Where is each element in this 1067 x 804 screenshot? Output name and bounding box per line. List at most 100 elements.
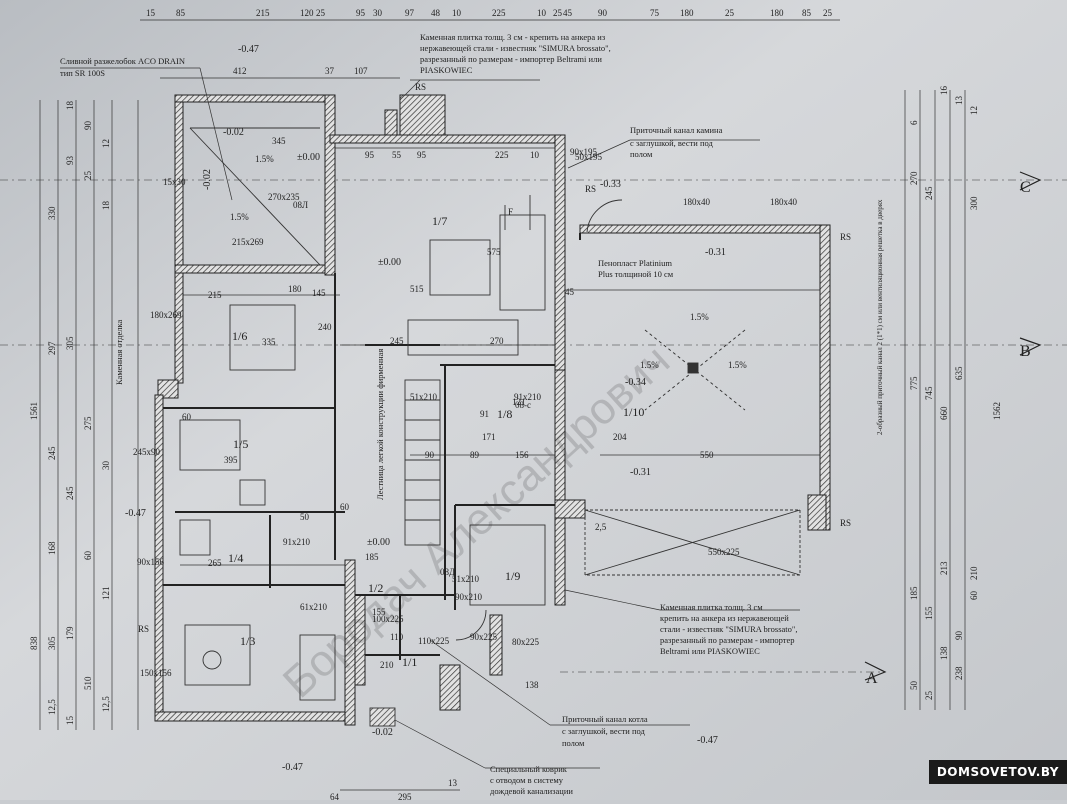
dimension-label: 120 <box>300 8 314 18</box>
dimension-label: 48 <box>431 8 441 18</box>
dimension-label: 395 <box>224 455 238 465</box>
dimension-label: 75 <box>650 8 660 18</box>
dimension-label: 91x210 <box>514 392 542 402</box>
note-boiler-channel: полом <box>562 738 585 748</box>
dimension-label: 1561 <box>29 402 39 420</box>
dimension-label: 155 <box>924 606 934 620</box>
dimension-label: 60 <box>182 412 192 422</box>
dimension-label: 265 <box>208 558 222 568</box>
dimension-label: 297 <box>47 341 57 355</box>
room-label-1-10: 1/10 <box>623 405 644 419</box>
dimension-label: 95 <box>417 150 427 160</box>
dimension-label: 6 <box>909 120 919 125</box>
note-stone-top: нержавеющей стали - известняк "SIMURA br… <box>420 43 611 53</box>
axis-label-a: A <box>866 670 878 687</box>
dimension-label: 180 <box>288 284 302 294</box>
dimension-label: 10 <box>530 150 540 160</box>
dimension-label: 15 <box>65 716 75 726</box>
dimension-label: 635 <box>954 366 964 380</box>
level-1-10: -0.34 <box>625 377 646 388</box>
dimension-label: 180 <box>680 8 694 18</box>
dimension-label: 18 <box>101 201 111 211</box>
dimension-label: 91 <box>480 409 489 419</box>
dimension-label: 25 <box>823 8 833 18</box>
dimension-label: 775 <box>909 376 919 390</box>
note-drain: тип SR 100S <box>60 68 105 78</box>
dimension-label: 110x225 <box>418 636 450 646</box>
dimension-label: 185 <box>365 552 379 562</box>
dimension-label: 13 <box>954 96 964 106</box>
dimension-label: 245 <box>65 486 75 500</box>
axis-label-c: C <box>1020 179 1031 196</box>
dimension-label: 107 <box>354 66 368 76</box>
dimension-label: 30 <box>373 8 383 18</box>
dimension-label: 55 <box>392 150 402 160</box>
level-mark: -0.31 <box>705 247 726 258</box>
leader-lines <box>60 67 800 769</box>
dimension-label: 156 <box>515 450 529 460</box>
note-penoplast: Plus толщиной 10 см <box>598 269 674 279</box>
dimension-label: 238 <box>954 666 964 680</box>
note-boiler-channel: Приточный канал котла <box>562 714 648 724</box>
dimension-label: 15x30 <box>163 177 186 187</box>
dimension-label: 1.5% <box>255 154 274 164</box>
dimension-label: 97 <box>405 8 415 18</box>
dimension-label: 180x40 <box>683 197 711 207</box>
note-stone-right: стали - известняк "SIMURA brossato", <box>660 624 797 634</box>
dimension-label: 12 <box>969 106 979 115</box>
dimension-label: 270x235 <box>268 192 300 202</box>
dimension-label: 138 <box>525 680 539 690</box>
dimension-label: 210 <box>380 660 394 670</box>
dimension-label: 150x156 <box>140 668 172 678</box>
dimension-label: 179 <box>65 626 75 640</box>
note-stone-top: PIASKOWIEC <box>420 65 473 75</box>
dimension-label: 60 <box>340 502 350 512</box>
dimension-label: 25 <box>316 8 326 18</box>
level-mark: ±0.00 <box>297 152 320 163</box>
note-doormat: дождевой канализации <box>490 786 573 796</box>
note-stone-lining: Каменная отделка <box>114 320 124 385</box>
note-stone-top: Каменная плитка толщ. 3 см - крепить на … <box>420 32 606 42</box>
dimension-label: RS <box>415 82 426 92</box>
dimension-label: 245 <box>390 336 404 346</box>
site-label[interactable]: DOMSOVETOV.BY <box>928 760 1067 784</box>
note-drain: Сливной разжелобок ACO DRAIN <box>60 56 185 66</box>
dimension-label: 90x225 <box>470 632 498 642</box>
dimension-label: 575 <box>487 247 501 257</box>
partitions <box>163 233 581 660</box>
dimension-label: 1.5% <box>690 312 709 322</box>
dimension-label: 180x269 <box>150 310 182 320</box>
level-mark: -0.33 <box>600 179 621 190</box>
dimension-label: 13 <box>448 778 458 788</box>
note-doormat: Специальный коврик <box>490 764 568 774</box>
dimension-label: 30 <box>101 461 111 471</box>
dimension-label: 25 <box>924 691 934 701</box>
level-mark: -0.31 <box>630 467 651 478</box>
dimension-label: 225 <box>495 150 509 160</box>
dimension-label: 1562 <box>992 402 1002 420</box>
dimension-label: 515 <box>410 284 424 294</box>
note-fireplace-channel: с заглушкой, вести под <box>630 138 714 148</box>
dimension-label: 110 <box>390 632 404 642</box>
note-stone-right: крепить на анкера из нержавеющей <box>660 613 789 623</box>
level-mark: -0.02 <box>202 169 213 190</box>
walls <box>154 94 831 726</box>
note-stone-right: Каменная плитка толщ. 3 см <box>660 602 763 612</box>
dimension-label: 61x210 <box>300 602 328 612</box>
dimension-label: 12,5 <box>101 696 111 712</box>
dimension-label: 245 <box>47 446 57 460</box>
room-label-1-6: 1/6 <box>232 329 247 343</box>
dimension-label: 270 <box>490 336 504 346</box>
dimension-label: 1.5% <box>728 360 747 370</box>
dimension-label: 2,5 <box>595 522 607 532</box>
dimension-label: 138 <box>939 646 949 660</box>
note-fireplace-channel: полом <box>630 149 653 159</box>
room-label-1-5: 1/5 <box>233 437 248 451</box>
axis-label-b: B <box>1020 343 1031 360</box>
note-fireplace-channel: Приточный канал камина <box>630 125 723 135</box>
level-mark: -0.47 <box>125 508 146 519</box>
dimension-label: 171 <box>482 432 496 442</box>
dimension-label: 60 <box>969 591 979 601</box>
